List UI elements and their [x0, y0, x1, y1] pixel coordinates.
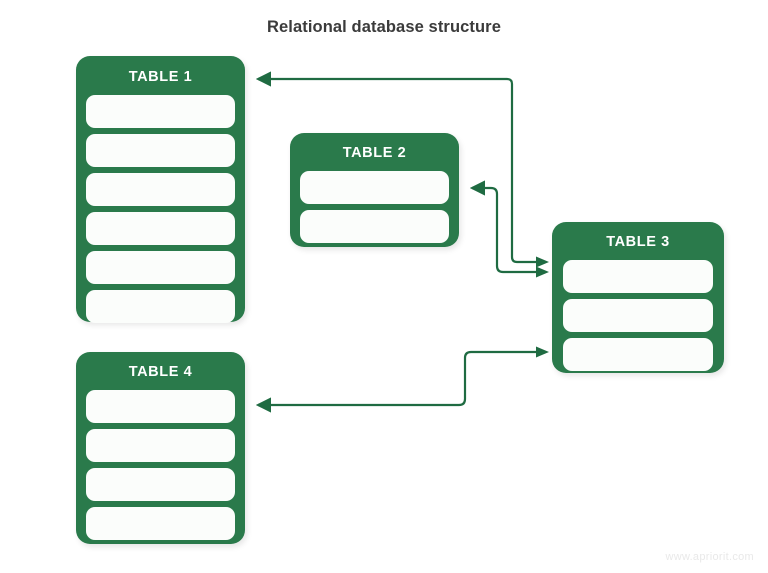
table-card-table-4[interactable]: TABLE 4	[76, 352, 245, 544]
table-row[interactable]	[86, 389, 235, 423]
table-row-list-table-2	[300, 170, 449, 243]
table-title-table-4: TABLE 4	[128, 364, 193, 380]
table-row-list-table-3	[563, 259, 713, 371]
table-row-list-table-1	[86, 94, 235, 323]
table-title-table-2: TABLE 2	[342, 145, 407, 161]
arrow-into-table3-bottom-icon	[536, 346, 549, 358]
table-row[interactable]	[563, 259, 713, 293]
connector-table4-to-table3	[255, 350, 545, 413]
table-row[interactable]	[86, 467, 235, 501]
table-card-table-3[interactable]: TABLE 3	[552, 222, 724, 373]
table-row[interactable]	[563, 337, 713, 371]
connector-table3-to-table2	[469, 180, 545, 274]
table-row[interactable]	[86, 250, 235, 284]
table-row[interactable]	[86, 289, 235, 323]
table-row[interactable]	[86, 172, 235, 206]
table-row[interactable]	[86, 94, 235, 128]
table-row[interactable]	[86, 428, 235, 462]
table-title-table-3: TABLE 3	[606, 234, 670, 250]
table-row[interactable]	[86, 133, 235, 167]
table-row-list-table-4	[86, 389, 235, 540]
arrow-into-table3-mid-icon	[536, 266, 549, 278]
page-title: Relational database structure	[267, 18, 501, 36]
arrow-into-table3-top-icon	[536, 256, 549, 268]
table-row[interactable]	[86, 211, 235, 245]
table-card-table-1[interactable]: TABLE 1	[76, 56, 245, 323]
table-row[interactable]	[86, 506, 235, 540]
table-row[interactable]	[300, 209, 449, 243]
table-row[interactable]	[563, 298, 713, 332]
table-title-table-1: TABLE 1	[128, 69, 193, 85]
table-card-table-2[interactable]: TABLE 2	[290, 133, 459, 247]
watermark: www.apriorit.com	[665, 551, 754, 563]
table-row[interactable]	[300, 170, 449, 204]
